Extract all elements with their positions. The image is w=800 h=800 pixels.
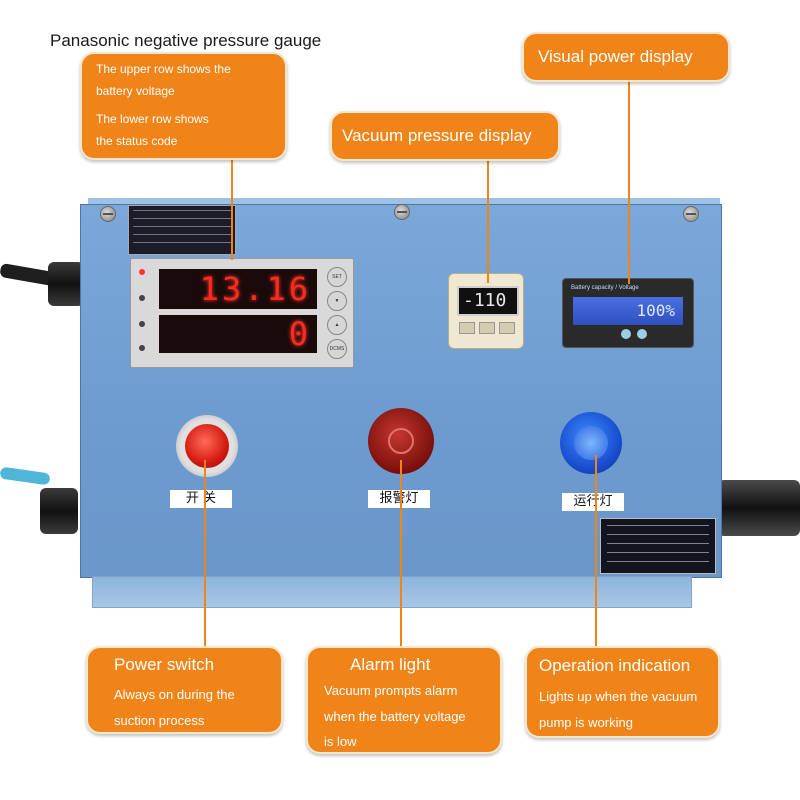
alarm-light-line: Vacuum prompts alarm <box>324 683 458 698</box>
meter-set-button[interactable]: SET <box>327 267 347 287</box>
power-switch-line: Always on during the <box>114 687 235 702</box>
battery-value: 100% <box>636 301 675 320</box>
alarm-light-line: when the battery voltage <box>324 709 466 724</box>
power-display-callout: Visual power display <box>522 32 730 82</box>
operation-indication-line: Lights up when the vacuum <box>539 689 698 704</box>
meter-upper-value: 13.16 <box>199 270 311 308</box>
meter-lower-value: 0 <box>288 315 311 353</box>
cable-gland-left-top <box>48 262 84 306</box>
battery-display: Battery capacity / Voltage 100% <box>562 278 694 348</box>
cable-gland-left-bottom <box>40 488 78 534</box>
vacuum-gauge-button[interactable] <box>459 322 475 334</box>
instruction-sticker <box>600 518 716 574</box>
power-switch-line: suction process <box>114 713 205 728</box>
power-display-title: Visual power display <box>538 47 693 66</box>
box-top-face <box>88 198 720 208</box>
vacuum-gauge-button[interactable] <box>479 322 495 334</box>
power-switch-label: 开 关 <box>170 490 232 508</box>
operation-indication-line: pump is working <box>539 715 633 730</box>
gauge-note-line: battery voltage <box>96 84 175 98</box>
gauge-note-line: The lower row shows <box>96 112 209 126</box>
vacuum-gauge-screen: -110 <box>457 286 519 316</box>
spec-sticker <box>128 205 236 255</box>
connector-line <box>628 80 630 284</box>
vacuum-gauge: -110 <box>448 273 524 349</box>
battery-lcd: 100% <box>573 297 683 325</box>
power-switch-title: Power switch <box>114 655 215 674</box>
screw-icon <box>394 204 410 220</box>
battery-button[interactable] <box>637 329 647 339</box>
connector-right <box>718 480 800 536</box>
connector-line <box>400 460 402 648</box>
alarm-light-title: Alarm light <box>350 655 431 674</box>
power-switch-callout: Power switch Always on during the suctio… <box>86 646 283 734</box>
connector-line <box>231 160 233 260</box>
gauge-note-line: the status code <box>96 134 178 148</box>
vacuum-gauge-button[interactable] <box>499 322 515 334</box>
vacuum-display-callout: Vacuum pressure display <box>330 111 560 161</box>
operation-indication-title: Operation indication <box>539 656 691 675</box>
connector-line <box>487 159 489 283</box>
meter-down-button[interactable]: ▼ <box>327 291 347 311</box>
gauge-note-callout: The upper row shows the battery voltage … <box>80 52 287 160</box>
screw-icon <box>683 206 699 222</box>
connector-line <box>595 455 597 648</box>
run-light-label: 运行灯 <box>562 493 624 511</box>
meter-lower-screen: 0 <box>159 315 317 353</box>
operation-indication-callout: Operation indication Lights up when the … <box>525 646 720 738</box>
alarm-light-label: 报警灯 <box>368 490 430 508</box>
gauge-note-line: The upper row shows the <box>96 62 231 76</box>
page-title: Panasonic negative pressure gauge <box>50 31 322 50</box>
run-light <box>560 412 622 474</box>
meter-upper-screen: 13.16 <box>159 269 317 309</box>
vacuum-reading: -110 <box>463 290 507 311</box>
screw-icon <box>100 206 116 222</box>
battery-button[interactable] <box>621 329 631 339</box>
alarm-light-line: is low <box>324 734 357 749</box>
connector-line <box>204 460 206 648</box>
meter-up-button[interactable]: ▲ <box>327 315 347 335</box>
power-switch-button[interactable] <box>176 415 238 477</box>
digital-meter: 13.16 0 SET ▼ ▲ DCMS <box>130 258 354 368</box>
meter-dcms-button[interactable]: DCMS <box>327 339 347 359</box>
battery-header: Battery capacity / Voltage <box>571 285 639 291</box>
box-bottom-face <box>92 576 692 608</box>
alarm-light-callout: Alarm light Vacuum prompts alarm when th… <box>306 646 502 754</box>
tube-left <box>0 466 51 486</box>
vacuum-display-title: Vacuum pressure display <box>342 126 532 145</box>
